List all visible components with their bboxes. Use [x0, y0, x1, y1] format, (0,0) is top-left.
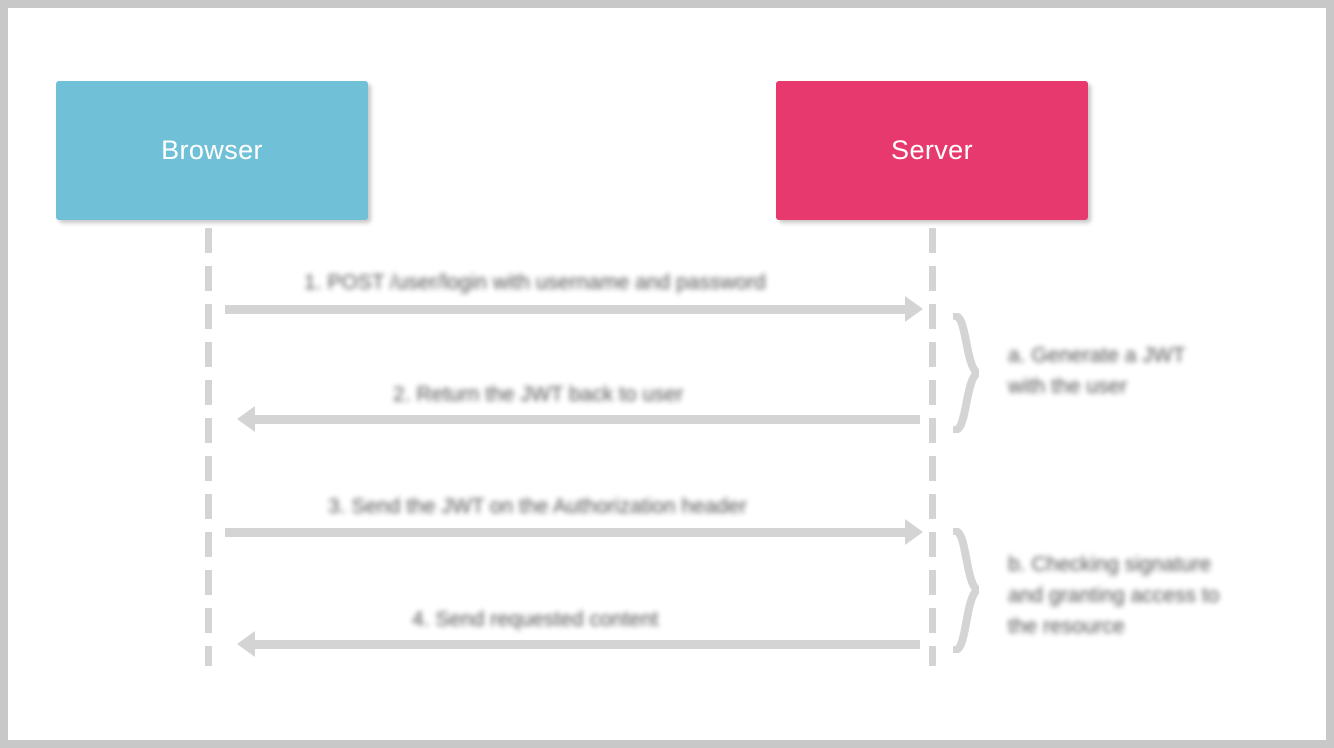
actor-box-browser[interactable]: Browser [56, 81, 368, 220]
lifeline-server [929, 228, 936, 666]
brace-icon-2 [953, 528, 979, 653]
message-line-1 [225, 305, 913, 314]
message-label-3: 3. Send the JWT on the Authorization hea… [328, 495, 747, 518]
arrowhead-left-2 [237, 406, 255, 432]
arrowhead-left-4 [237, 631, 255, 657]
note-text-1: a. Generate a JWT with the user [1008, 340, 1298, 402]
actor-label-server: Server [891, 135, 973, 165]
message-line-4 [255, 640, 920, 649]
note-1-line-1: a. Generate a JWT [1008, 344, 1186, 367]
message-label-4: 4. Send requested content [412, 608, 659, 631]
message-line-3 [225, 528, 913, 537]
note-text-2: b. Checking signature and granting acces… [1008, 549, 1308, 642]
actor-label-browser: Browser [161, 135, 263, 165]
note-2-line-1: b. Checking signature [1008, 553, 1212, 576]
arrowhead-right-1 [905, 296, 923, 322]
note-2-line-2: and granting access to [1008, 584, 1220, 607]
brace-note-1 [953, 313, 979, 433]
diagram-sheet: Browser Server 1. POST /user/login with … [8, 8, 1326, 740]
message-label-2: 2. Return the JWT back to user [393, 383, 684, 406]
note-2-line-3: the resource [1008, 615, 1125, 638]
arrowhead-right-3 [905, 519, 923, 545]
brace-note-2 [953, 528, 979, 653]
brace-icon-1 [953, 313, 979, 433]
actor-box-server[interactable]: Server [776, 81, 1088, 220]
note-1-line-2: with the user [1008, 375, 1128, 398]
message-label-1: 1. POST /user/login with username and pa… [304, 271, 766, 294]
message-line-2 [255, 415, 920, 424]
lifeline-browser [205, 228, 212, 666]
